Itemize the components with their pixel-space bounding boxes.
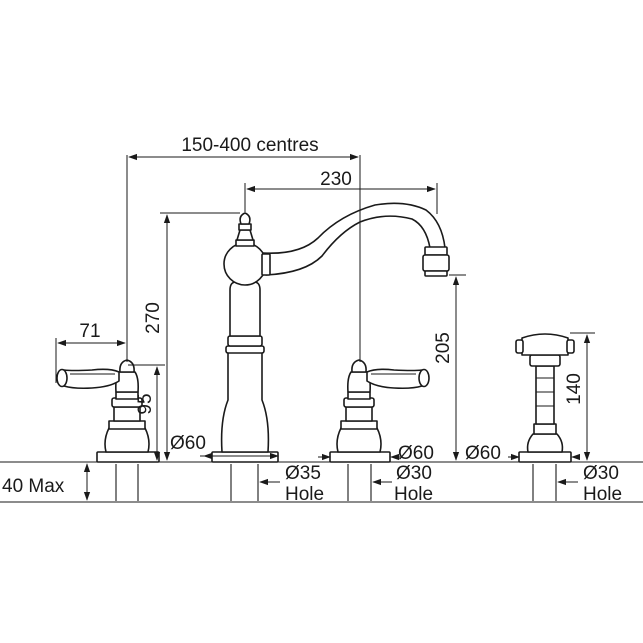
spout-body <box>211 212 279 463</box>
dim-base-left: Ø60 <box>170 433 279 460</box>
dim-deck-max: 40 Max <box>2 463 91 501</box>
left-handle-valve <box>56 359 160 463</box>
dim-deck-max-label: 40 Max <box>2 476 65 497</box>
dim-handle-height: 95 <box>128 364 165 461</box>
shank-spout <box>230 464 259 501</box>
dim-outlet-height-label: 205 <box>433 332 454 364</box>
dim-base-left-label: Ø60 <box>170 433 206 454</box>
dim-hole-30-right: Ø30 Hole <box>557 463 622 505</box>
shank-left-handle <box>115 464 139 501</box>
dim-spray-height: 140 <box>564 332 595 461</box>
dim-hole-30-right-word: Hole <box>583 484 622 505</box>
shank-spray <box>532 464 557 501</box>
dim-handle-span-label: 71 <box>79 321 100 342</box>
dim-centres-label: 150-400 centres <box>181 135 318 156</box>
dim-hole-30-mid: Ø30 Hole <box>372 463 433 505</box>
dim-spout-height: 270 <box>143 212 240 461</box>
dim-centres: 150-400 centres <box>126 135 361 362</box>
dim-base-mid-label: Ø60 <box>398 443 434 464</box>
dim-spout-height-label: 270 <box>143 302 164 334</box>
dim-base-mid: Ø60 <box>318 443 434 464</box>
dim-base-spray-label: Ø60 <box>465 443 501 464</box>
dim-handle-height-label: 95 <box>135 393 156 414</box>
dim-hole-30-right-label: Ø30 <box>583 463 619 484</box>
dim-handle-span: 71 <box>55 321 126 383</box>
dim-spray-height-label: 140 <box>564 373 585 405</box>
shank-right-handle <box>347 464 372 501</box>
spout-arm <box>261 202 450 277</box>
dim-reach-label: 230 <box>320 169 352 190</box>
dim-reach: 230 <box>244 169 438 214</box>
dim-hole-30-mid-label: Ø30 <box>396 463 432 484</box>
side-spray <box>515 333 575 463</box>
dim-outlet-height: 205 <box>433 274 466 461</box>
dim-hole-35-label: Ø35 <box>285 463 321 484</box>
dim-hole-35-word: Hole <box>285 484 324 505</box>
dim-hole-35: Ø35 Hole <box>259 463 324 505</box>
dim-base-spray: Ø60 <box>465 443 581 464</box>
dim-hole-30-mid-word: Hole <box>394 484 433 505</box>
